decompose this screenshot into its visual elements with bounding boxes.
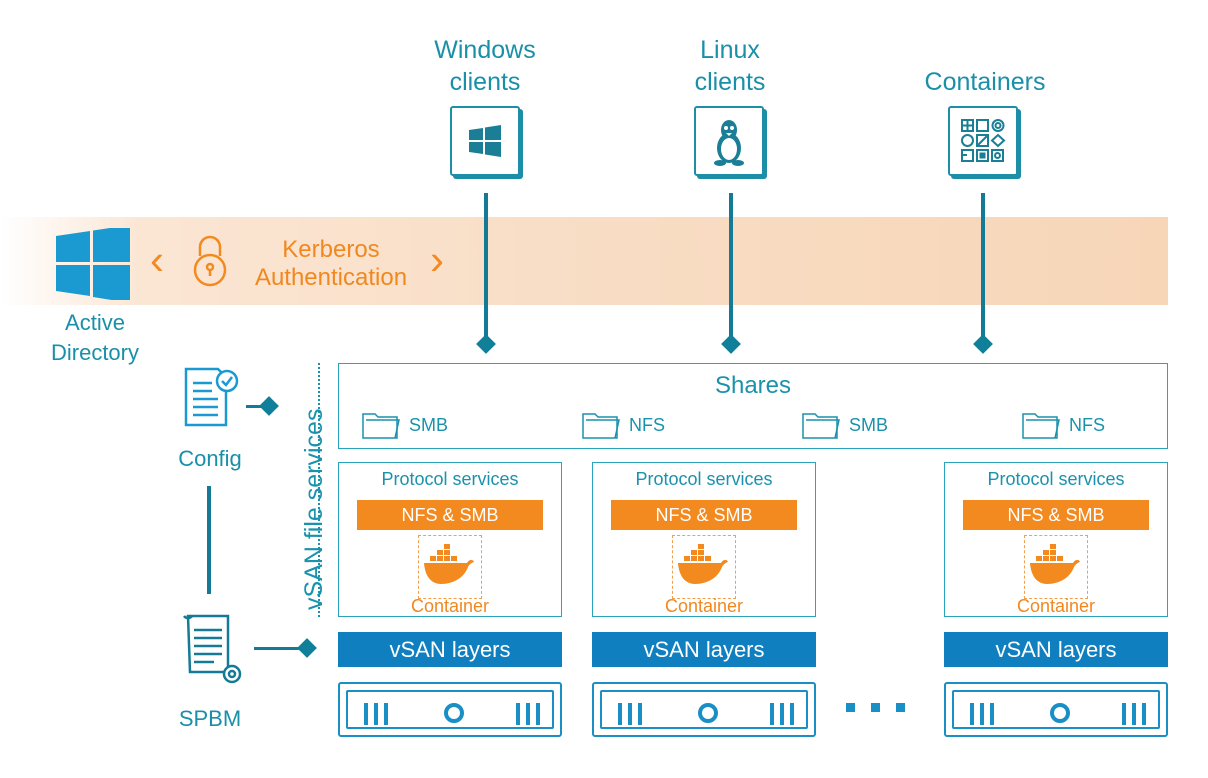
linux-connector-diamond	[721, 334, 741, 354]
document-check-icon	[182, 365, 240, 431]
containers-grid-icon	[948, 106, 1018, 176]
containers-connector-diamond	[973, 334, 993, 354]
linux-tux-icon	[694, 106, 764, 176]
folder-icon	[582, 413, 620, 439]
share-label: SMB	[409, 414, 449, 435]
ellipsis-icon	[846, 703, 905, 712]
spbm-connector-diamond	[297, 638, 317, 658]
share-nfs-1: NFS	[581, 410, 665, 440]
chevron-right-icon: ›	[430, 236, 444, 283]
nfs-smb-bar: NFS & SMB	[611, 500, 797, 530]
share-label: NFS	[629, 414, 665, 435]
vsan-layers-bar-1: vSAN layers	[338, 632, 562, 667]
docker-whale-icon	[1024, 535, 1088, 599]
windows-connector	[484, 193, 488, 343]
protocol-services-box-1: Protocol services NFS & SMB Container	[338, 462, 562, 617]
windows-connector-diamond	[476, 334, 496, 354]
containers-connector	[981, 193, 985, 343]
protocol-services-title: Protocol services	[987, 469, 1125, 489]
shares-box: Shares SMB NFS SMB NFS	[338, 363, 1168, 449]
windows-icon	[450, 106, 520, 176]
protocol-services-box-3: Protocol services NFS & SMB Container	[944, 462, 1168, 617]
share-label: NFS	[1069, 414, 1105, 435]
vsan-file-services-label: vSAN file services	[300, 408, 328, 610]
padlock-icon	[190, 234, 230, 288]
vsan-layers-bar-2: vSAN layers	[592, 632, 816, 667]
vsan-layers-bar-3: vSAN layers	[944, 632, 1168, 667]
windows-logo-icon	[56, 225, 130, 303]
containers-label: Containers	[924, 68, 1046, 96]
scroll-gear-icon	[180, 612, 246, 686]
container-label: Container	[1016, 596, 1096, 616]
spbm-label: SPBM	[178, 706, 242, 731]
share-smb-1: SMB	[361, 410, 448, 440]
protocol-services-title: Protocol services	[381, 469, 519, 489]
vsan-file-services-divider	[318, 363, 320, 617]
shares-title: Shares	[714, 372, 792, 399]
container-label: Container	[410, 596, 490, 616]
server-icon	[592, 682, 816, 737]
folder-icon	[1022, 413, 1060, 439]
spbm-connector	[254, 647, 304, 650]
folder-icon	[362, 413, 400, 439]
folder-icon	[802, 413, 840, 439]
share-smb-2: SMB	[801, 410, 888, 440]
docker-whale-icon	[418, 535, 482, 599]
nfs-smb-bar: NFS & SMB	[963, 500, 1149, 530]
kerberos-band	[0, 217, 1168, 305]
nfs-smb-bar: NFS & SMB	[357, 500, 543, 530]
chevron-left-icon: ‹	[150, 236, 164, 283]
docker-whale-icon	[672, 535, 736, 599]
share-label: SMB	[849, 414, 889, 435]
container-label: Container	[664, 596, 744, 616]
config-spbm-connector	[207, 486, 211, 594]
config-connector-diamond	[259, 396, 279, 416]
config-connector	[246, 405, 268, 408]
protocol-services-box-2: Protocol services NFS & SMB Container	[592, 462, 816, 617]
linux-connector	[729, 193, 733, 343]
protocol-services-title: Protocol services	[635, 469, 773, 489]
server-icon	[338, 682, 562, 737]
share-nfs-2: NFS	[1021, 410, 1105, 440]
server-icon	[944, 682, 1168, 737]
config-label: Config	[178, 446, 242, 471]
